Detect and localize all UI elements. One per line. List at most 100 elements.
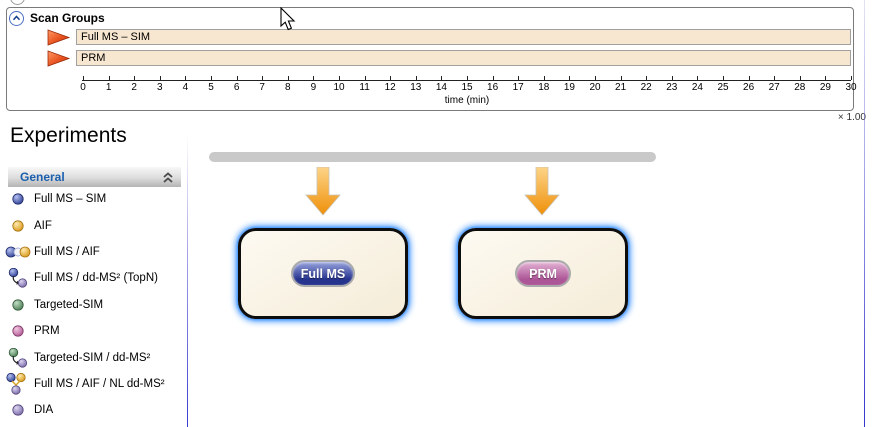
- experiment-node-prm[interactable]: PRM: [458, 228, 628, 319]
- time-axis-tick-label: 18: [538, 82, 550, 93]
- time-axis-tick-label: 13: [410, 82, 422, 93]
- time-axis-tick: [364, 76, 366, 80]
- mouse-cursor: [280, 6, 297, 37]
- sphere-gold-icon: [2, 219, 34, 233]
- experiment-item-full-ms-aif-nl-dd-ms2[interactable]: Full MS / AIF / NL dd-MS²: [2, 371, 186, 397]
- time-axis-tick: [390, 76, 392, 80]
- time-axis-tick-label: 6: [233, 82, 240, 93]
- time-axis-tick: [287, 76, 289, 80]
- experiment-item-label: Full MS / AIF / NL dd-MS²: [34, 377, 165, 390]
- time-axis-tick: [313, 76, 315, 80]
- time-axis-tick: [492, 76, 494, 80]
- time-axis-tick: [646, 76, 648, 80]
- play-arrow-icon: [47, 50, 71, 67]
- time-axis-tick-label: 15: [461, 82, 473, 93]
- experiment-item-dia[interactable]: DIA: [2, 397, 186, 423]
- time-axis-tick-label: 27: [768, 82, 780, 93]
- sidebar-separator-line: [187, 134, 188, 427]
- spheres-blue-gold-arrow-purple-icon: [2, 372, 34, 395]
- prm-pill-button[interactable]: PRM: [515, 260, 571, 287]
- time-axis-tick-label: 22: [640, 82, 652, 93]
- experiment-order-track: [209, 152, 656, 162]
- time-axis-tick: [134, 76, 136, 80]
- time-axis-tick-label: 7: [259, 82, 265, 93]
- panel-title: Scan Groups: [30, 11, 105, 25]
- time-axis-tick: [595, 76, 596, 80]
- time-axis-tick: [185, 76, 187, 80]
- time-axis-tick: [825, 76, 827, 80]
- experiment-item-label: DIA: [34, 404, 54, 417]
- scan-group-row-prm[interactable]: PRM: [76, 50, 851, 66]
- experiment-item-full-ms-sim[interactable]: Full MS – SIM: [2, 186, 186, 212]
- flow-down-arrow-icon: [524, 166, 560, 217]
- experiments-list: Full MS – SIM AIF Full MS / AIF Full MS: [2, 186, 186, 424]
- experiment-item-targeted-sim-dd-ms2[interactable]: Targeted-SIM / dd-MS²: [2, 344, 186, 370]
- zoom-factor-label: × 1.00: [837, 112, 866, 123]
- time-axis-tick: [774, 76, 776, 80]
- group-header-general[interactable]: General: [8, 167, 181, 187]
- time-axis-tick-label: 30: [845, 82, 857, 93]
- sphere-purple-icon: [2, 403, 34, 417]
- time-axis-tick-label: 16: [487, 82, 499, 93]
- experiment-item-full-ms-aif[interactable]: Full MS / AIF: [2, 239, 186, 265]
- time-axis-tick: [543, 76, 545, 80]
- sphere-magenta-icon: [2, 324, 34, 338]
- experiment-item-full-ms-dd-ms2[interactable]: Full MS / dd-MS² (TopN): [2, 265, 186, 291]
- experiment-item-label: Full MS / dd-MS² (TopN): [34, 272, 158, 285]
- time-axis-tick-label: 9: [310, 82, 317, 93]
- full-ms-pill-button[interactable]: Full MS: [290, 260, 356, 287]
- spheres-blue-gold-icon: [2, 245, 34, 259]
- experiment-item-label: Targeted-SIM / dd-MS²: [34, 351, 151, 364]
- time-axis-tick: [723, 76, 724, 80]
- time-axis-tick: [569, 76, 571, 80]
- experiment-item-label: Targeted-SIM: [34, 298, 104, 311]
- experiment-item-prm[interactable]: PRM: [2, 318, 186, 344]
- time-axis-tick-label: 29: [819, 82, 831, 93]
- time-axis-tick: [620, 76, 622, 80]
- collapse-button[interactable]: [9, 11, 24, 26]
- time-axis-tick: [159, 76, 161, 80]
- time-axis-tick-label: 25: [717, 82, 729, 93]
- experiment-item-label: Full MS / AIF: [34, 245, 100, 258]
- time-axis-tick: [262, 76, 264, 80]
- time-axis-tick: [518, 76, 520, 80]
- time-axis-tick: [748, 76, 750, 80]
- time-axis-tick-label: 20: [589, 82, 601, 93]
- time-axis-tick: [799, 76, 801, 80]
- time-axis-tick-label: 3: [157, 82, 163, 93]
- time-axis-tick-label: 17: [512, 82, 524, 93]
- time-axis-tick: [851, 76, 852, 80]
- time-axis-tick-label: 0: [80, 82, 86, 93]
- experiment-node-full-ms[interactable]: Full MS: [238, 228, 408, 319]
- clipped-collapse-icon: [10, 0, 25, 5]
- time-axis-tick-label: 12: [384, 82, 396, 93]
- experiment-item-aif[interactable]: AIF: [2, 212, 186, 238]
- time-axis-tick-label: 28: [794, 82, 806, 93]
- chevron-up-icon: [12, 15, 21, 21]
- experiment-item-targeted-sim[interactable]: Targeted-SIM: [2, 292, 186, 318]
- time-axis-tick-label: 1: [105, 82, 112, 93]
- sphere-blue-arrow-purple-icon: [2, 268, 34, 288]
- time-axis-tick: [441, 76, 443, 80]
- time-axis-tick-label: 19: [563, 82, 575, 93]
- sphere-green-icon: [2, 298, 34, 312]
- double-chevron-up-icon[interactable]: [161, 170, 175, 185]
- time-axis-tick: [467, 76, 468, 80]
- time-axis-tick: [211, 76, 212, 80]
- time-axis-tick: [236, 76, 238, 80]
- time-axis-tick-label: 24: [691, 82, 703, 93]
- time-axis-tick-label: 23: [666, 82, 678, 93]
- time-axis-tick: [108, 76, 110, 80]
- time-axis-tick-label: 8: [285, 82, 291, 93]
- time-axis-tick-label: 4: [182, 82, 189, 93]
- time-axis-tick-label: 21: [615, 82, 627, 93]
- scan-group-row-full-ms-sim[interactable]: Full MS – SIM: [76, 29, 851, 45]
- time-axis-tick: [415, 76, 417, 80]
- experiment-item-label: PRM: [34, 325, 60, 338]
- sphere-blue-icon: [2, 192, 34, 206]
- group-header-label: General: [20, 170, 65, 184]
- time-axis-tick-label: 14: [435, 82, 447, 93]
- scan-groups-panel: Scan Groups Full MS – SIM PRM time (min)…: [6, 7, 857, 111]
- time-axis-tick-label: 5: [208, 82, 214, 93]
